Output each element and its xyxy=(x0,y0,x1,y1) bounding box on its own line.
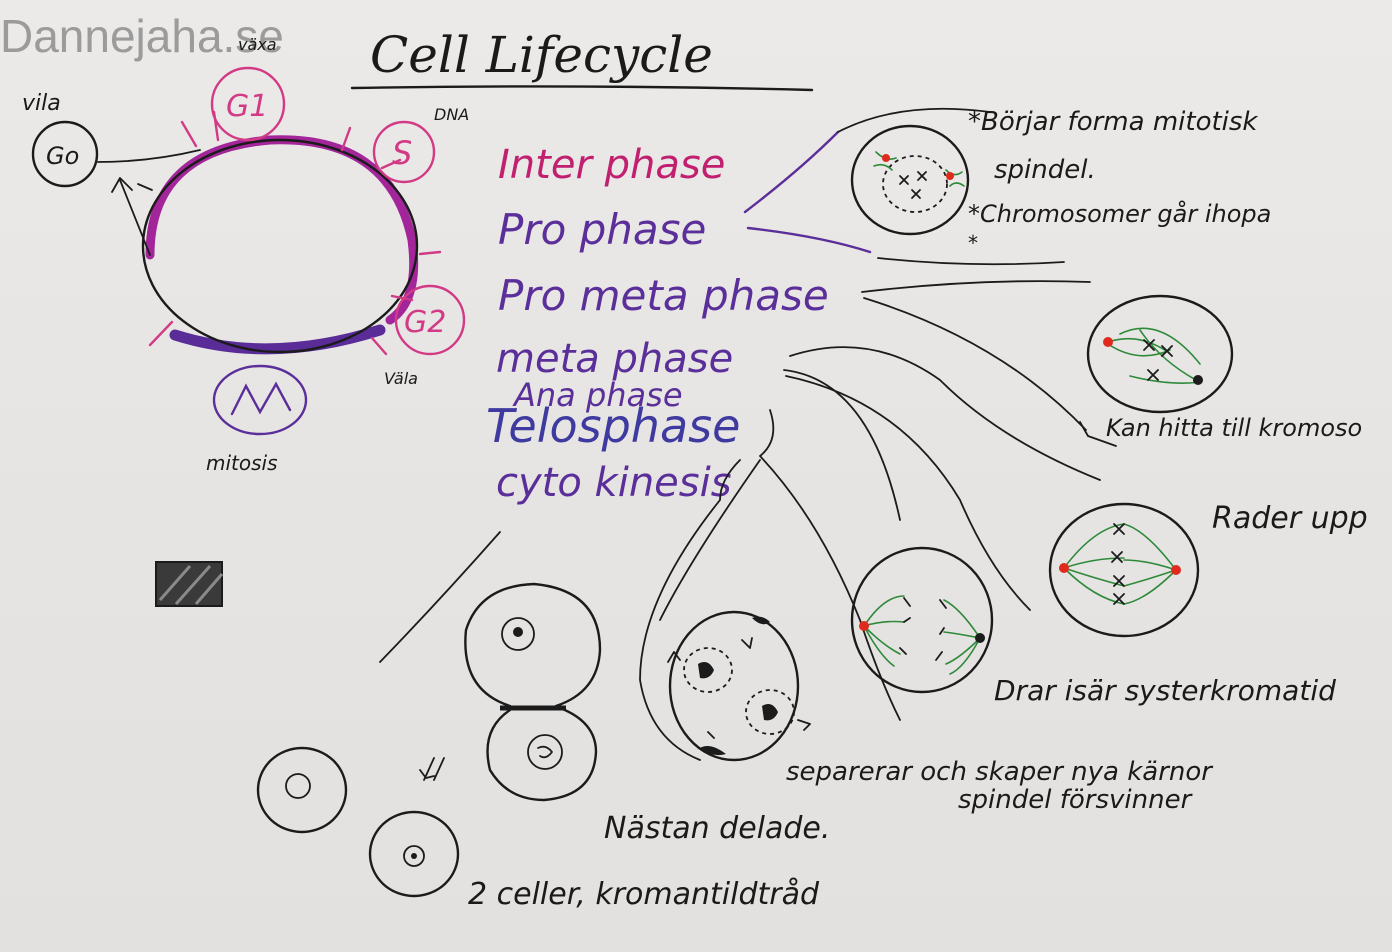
label-vila: vila xyxy=(22,91,61,116)
prometaphase-cell xyxy=(1086,294,1234,414)
s-circle xyxy=(372,120,436,184)
prophase-cell xyxy=(850,124,970,236)
label-vaxa: växa xyxy=(238,35,277,54)
mitosis-arc xyxy=(169,324,386,355)
label-g2: G2 xyxy=(404,305,446,340)
label-vala: Väla xyxy=(384,369,418,388)
phase-prophase: Pro phase xyxy=(498,205,706,254)
mitosis-circle xyxy=(212,364,308,436)
cytokinesis-cells xyxy=(256,582,602,898)
connector-lines xyxy=(379,107,1117,761)
cell-cycle-wheel: vila Go växa G1 DNA S G2 Väla mitosis xyxy=(22,35,469,475)
phase-list: Inter phase Pro phase Pro meta phase met… xyxy=(486,142,829,506)
phase-interphase: Inter phase xyxy=(498,142,725,188)
hatched-box xyxy=(155,561,224,607)
g2-circle xyxy=(394,284,466,356)
g0-circle xyxy=(31,120,99,188)
label-mitosis: mitosis xyxy=(206,451,278,475)
title-underline xyxy=(350,85,814,92)
phase-prometaphase: Pro meta phase xyxy=(498,271,829,320)
note-prophase-1: *Börjar forma mitotisk xyxy=(968,107,1258,137)
cycle-outline xyxy=(141,138,419,354)
note-prometaphase: Kan hitta till kromoso xyxy=(1106,414,1362,442)
anaphase-cell xyxy=(850,546,994,694)
phase-metaphase: meta phase xyxy=(496,336,733,382)
note-telophase-1: separerar och skaper nya kärnor xyxy=(786,757,1214,787)
phase-anaphase: Ana phase xyxy=(512,376,683,414)
note-telophase-2: spindel försvinner xyxy=(958,785,1194,815)
label-dna: DNA xyxy=(434,105,469,124)
g1-circle xyxy=(210,66,286,142)
note-cytokinesis-2: 2 celler, kromantildtråd xyxy=(468,877,820,912)
label-s: S xyxy=(392,134,412,172)
mitosis-zigzag-icon xyxy=(230,381,292,416)
note-cytokinesis-1: Nästan delade. xyxy=(604,811,830,846)
phase-telophase: Telosphase xyxy=(486,399,740,453)
note-prophase-2: spindel. xyxy=(994,155,1096,185)
note-metaphase: Rader upp xyxy=(1212,501,1368,536)
metaphase-cell xyxy=(1048,502,1200,638)
note-prophase-4: * xyxy=(968,231,978,255)
note-anaphase: Drar isär systerkromatid xyxy=(994,674,1336,707)
label-g0: Go xyxy=(46,142,79,170)
watermark: Dannejaha.se xyxy=(0,10,284,62)
telophase-cell xyxy=(667,610,811,762)
note-prophase-3: *Chromosomer går ihopa xyxy=(968,199,1271,228)
page-title: Cell Lifecycle xyxy=(370,26,713,84)
label-g1: G1 xyxy=(226,89,268,124)
phase-cytokinesis: cyto kinesis xyxy=(496,460,732,506)
